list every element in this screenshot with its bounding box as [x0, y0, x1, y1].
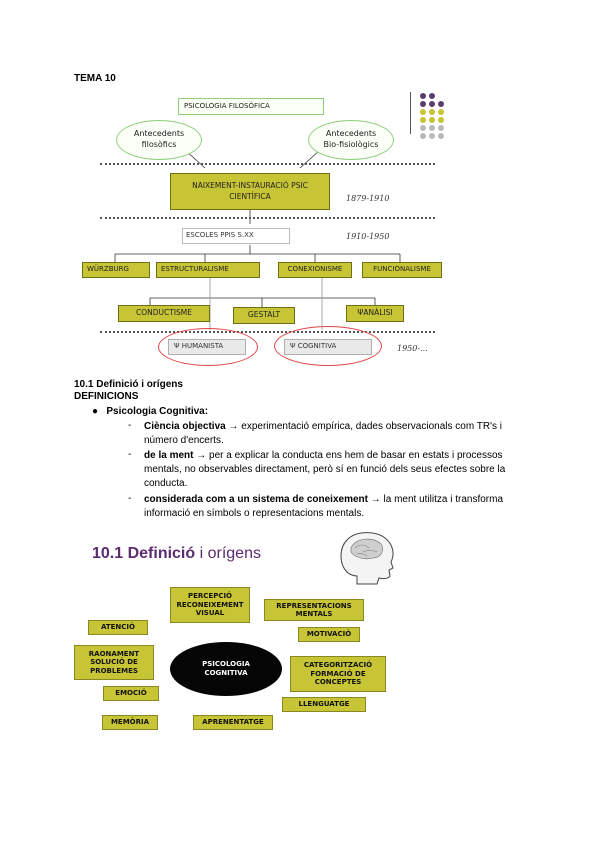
topic-representacions: REPRESENTACIONS MENTALS: [264, 599, 364, 621]
topic-percepcio: PERCEPCIÓ RECONEIXEMENT VISUAL: [170, 587, 250, 623]
decorative-dot: [420, 125, 426, 131]
decorative-dot: [438, 109, 444, 115]
decorative-dot: [438, 125, 444, 131]
psicologia-cognitiva-center: PSICOLOGIA COGNITIVA: [170, 642, 282, 696]
divider-dotted: [100, 331, 435, 333]
definition-term: considerada com a un sistema de coneixem…: [144, 494, 368, 505]
decorative-dot: [438, 117, 444, 123]
slide-title-bold: 10.1 Definició: [92, 545, 195, 562]
wurzburg-box: WÜRZBURG: [82, 262, 150, 278]
bullet-heading: ● Psicologia Cognitiva:: [92, 406, 208, 417]
naixement-box: NAIXEMENT-INSTAURACIÓ PSIC CIENTÍFICA: [170, 173, 330, 210]
era-label: 1910-1950: [346, 232, 389, 241]
funcionalisme-box: FUNCIONALISME: [362, 262, 442, 278]
decorative-dot: [420, 133, 426, 139]
gestalt-box: GESTALT: [233, 307, 295, 324]
topic-memoria: MEMÒRIA: [102, 715, 158, 730]
topic-emocio: EMOCIÓ: [103, 686, 159, 701]
decorative-dot: [420, 101, 426, 107]
section-subtitle: DEFINICIONS: [74, 391, 138, 402]
conductisme-box: CONDUCTISME: [118, 305, 210, 322]
slide-title: 10.1 Definició i orígens: [92, 545, 261, 563]
slide-title-rest: i orígens: [195, 545, 261, 562]
center-label: PSICOLOGIA COGNITIVA: [196, 660, 256, 678]
topic-motivacio: MOTIVACIÓ: [298, 627, 360, 642]
conexionisme-box: CONEXIONISME: [278, 262, 352, 278]
divider-dotted: [100, 217, 435, 219]
topic-categoritzacio: CATEGORITZACIÓ FORMACIÓ DE CONCEPTES: [290, 656, 386, 692]
topic-llenguatge: LLENGUATGE: [282, 697, 366, 712]
definition-item: considerada com a un sistema de coneixem…: [144, 493, 524, 521]
decorative-dot: [438, 133, 444, 139]
decorative-dot: [438, 101, 444, 107]
definition-term: Ciència objectiva: [144, 421, 226, 432]
bullet-label: Psicologia Cognitiva:: [106, 406, 208, 417]
decorative-dot: [420, 117, 426, 123]
decorative-dot: [429, 101, 435, 107]
estructuralisme-box: ESTRUCTURALISME: [156, 262, 260, 278]
dash-icon: -: [128, 420, 131, 431]
psicologia-filosofica-box: PSICOLOGIA FILOSÒFICA: [178, 98, 324, 115]
head-brain-icon: [333, 526, 403, 586]
section-title: 10.1 Definició i orígens: [74, 379, 183, 390]
definition-text: → per a explicar la conducta ens hem de …: [144, 450, 505, 489]
topic-atencio: ATENCIÓ: [88, 620, 148, 635]
antecedents-bio-ellipse: Antecedents Bio-fisiològics: [308, 120, 394, 160]
escoles-box: ESCOLES PPIS S.XX: [182, 228, 290, 244]
definition-term: de la ment: [144, 450, 193, 461]
decorative-dot: [420, 109, 426, 115]
decorative-dot: [429, 93, 435, 99]
bullet-icon: ●: [92, 406, 98, 417]
dash-icon: -: [128, 493, 131, 504]
decorative-dot: [429, 117, 435, 123]
decorative-dot: [429, 133, 435, 139]
topic-raonament: RAONAMENT SOLUCIÓ DE PROBLEMES: [74, 645, 154, 680]
dash-icon: -: [128, 449, 131, 460]
cognitiva-box: Ψ COGNITIVA: [284, 339, 372, 355]
humanista-box: Ψ HUMANISTA: [168, 339, 246, 355]
definition-item: Ciència objectiva → experimentació empír…: [144, 420, 524, 448]
antecedents-filosofics-ellipse: Antecedents filosòfics: [116, 120, 202, 160]
psianalisi-box: ΨANÀLISI: [346, 305, 404, 322]
divider-dotted: [100, 163, 435, 165]
era-label: 1879-1910: [346, 194, 389, 203]
decorative-dot: [420, 93, 426, 99]
era-label: 1950-...: [397, 344, 428, 353]
decorative-dot: [429, 125, 435, 131]
decorative-dot: [429, 109, 435, 115]
decorative-bar: [410, 92, 411, 134]
topic-aprenentatge: APRENENTATGE: [193, 715, 273, 730]
definition-item: de la ment → per a explicar la conducta …: [144, 449, 524, 491]
